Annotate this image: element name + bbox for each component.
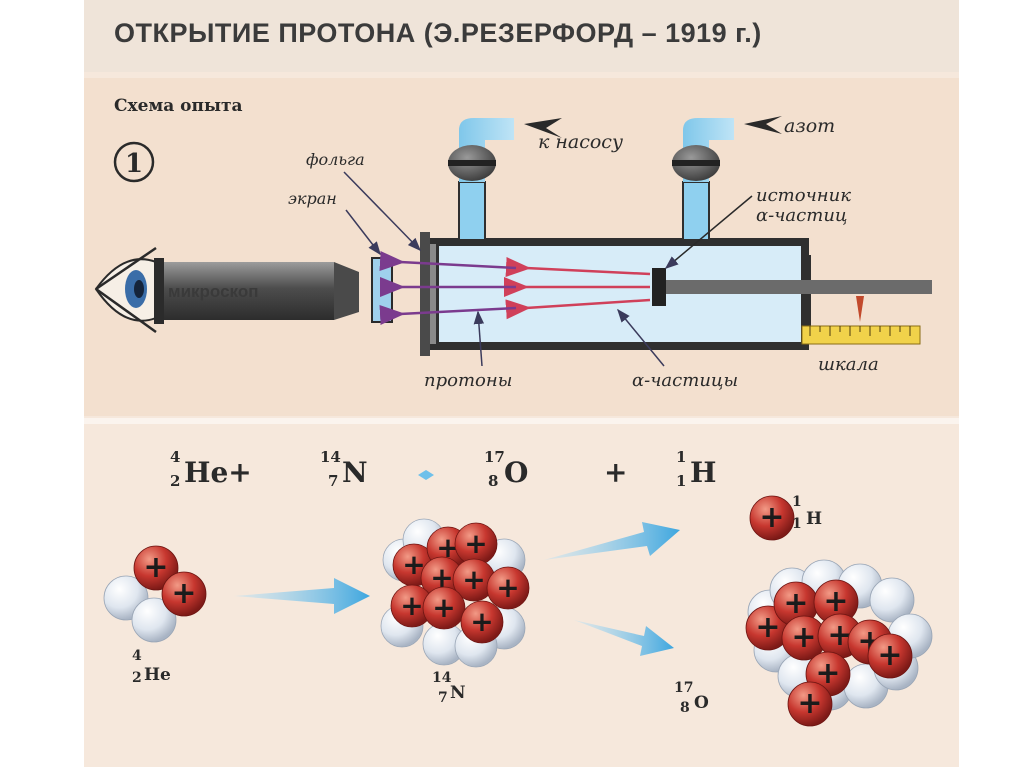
foil-pointer (343, 171, 422, 252)
proton (133, 545, 179, 591)
scheme-number: 1 (125, 149, 143, 179)
scale-pointer (856, 296, 864, 322)
h-label-mass: 1 (792, 494, 802, 510)
eq-n-charge: 7 (328, 472, 338, 490)
proton-sign: + (171, 576, 196, 611)
proton-sign: + (783, 586, 808, 621)
proton (422, 586, 466, 630)
left-pipe (448, 118, 514, 241)
eq-plus: + (604, 456, 627, 489)
he-label-symbol: He (144, 665, 171, 685)
source-label-line1: источник (756, 185, 851, 206)
proton (749, 495, 795, 541)
proton-sign: + (470, 605, 493, 638)
eq-h-symbol: H (690, 456, 716, 489)
proton-sign: + (432, 591, 455, 624)
screen-label: экран (288, 189, 337, 208)
helium-nucleus: ++ (103, 545, 207, 643)
eq-n-symbol: N (342, 456, 368, 489)
microscope: микроскоп (154, 258, 359, 324)
reaction-equation: 4 2 He+ 14 7 N 17 8 O + 1 1 H (170, 448, 716, 490)
o-label-mass: 17 (674, 680, 693, 696)
he-label-charge: 2 (132, 670, 142, 686)
eye-icon (94, 246, 157, 334)
n-label-symbol: N (450, 683, 466, 703)
pump-label: к насосу (538, 131, 623, 153)
scale-ruler (801, 296, 921, 345)
proton-sign: + (877, 638, 902, 673)
title-bar: ОТКРЫТИЕ ПРОТОНА (Э.РЕЗЕРФОРД – 1919 г.) (84, 0, 959, 72)
eq-o-charge: 8 (488, 472, 498, 490)
proton-sign: + (797, 686, 822, 721)
nitrogen-label: азот (784, 115, 835, 137)
eq-h-mass: 1 (676, 448, 686, 466)
proton-sign: + (823, 584, 848, 619)
eq-n-mass: 14 (320, 448, 341, 466)
alpha-pointer (617, 308, 665, 367)
screen-pointer (345, 209, 381, 256)
he-label-mass: 4 (132, 648, 142, 664)
alpha-source (652, 268, 666, 306)
o-label-charge: 8 (680, 700, 690, 716)
proton-sign: + (496, 571, 519, 604)
alpha-particle-tracks (504, 257, 651, 320)
eq-he-symbol: He+ (184, 456, 252, 489)
proton-sign: + (143, 550, 168, 585)
eq-o-symbol: O (504, 456, 528, 489)
screen (371, 257, 393, 323)
n-label-charge: 7 (438, 690, 448, 706)
diagram-svg: Схема опыта 1 микроскоп (94, 96, 933, 727)
eq-h-charge: 1 (676, 472, 686, 490)
alpha-label: α-частицы (632, 370, 738, 391)
proton (486, 566, 530, 610)
source-label-line2: α-частиц (756, 205, 847, 226)
scale-label: шкала (818, 354, 879, 375)
proton (787, 681, 833, 727)
proton-sign: + (791, 620, 816, 655)
foil-label: фольга (306, 150, 365, 169)
proton-sign: + (430, 561, 453, 594)
arrow-to-h (544, 522, 680, 560)
oxygen-nucleus: +++++++++ (745, 559, 933, 727)
o-label-symbol: O (694, 693, 709, 713)
eq-he-mass: 4 (170, 448, 180, 466)
proton-sign: + (464, 527, 487, 560)
nitrogen-nucleus: +++++++++ (380, 518, 530, 668)
foil (430, 244, 436, 344)
protons-pointer (473, 310, 485, 367)
hydrogen-nucleus: + (749, 495, 795, 541)
proton-sign: + (402, 548, 425, 581)
protons-label: протоны (424, 370, 512, 391)
neutron (131, 597, 177, 643)
proton-sign: + (755, 610, 780, 645)
proton-sign: + (462, 563, 485, 596)
neutron (869, 577, 915, 623)
slide: ОТКРЫТИЕ ПРОТОНА (Э.РЕЗЕРФОРД – 1919 г.) (84, 0, 959, 767)
proton (161, 571, 207, 617)
proton (867, 633, 913, 679)
right-pipe (672, 118, 734, 241)
reaction-arrow-icon (418, 470, 434, 480)
proton (460, 600, 504, 644)
source-pointer (664, 195, 753, 269)
arrow-to-o (574, 620, 674, 656)
eq-he-charge: 2 (170, 472, 180, 490)
panel-divider (84, 418, 959, 424)
scheme-number-circle (113, 141, 155, 183)
proton-sign: + (400, 589, 423, 622)
h-label-symbol: H (806, 509, 822, 529)
nitrogen-arrow-icon (744, 116, 782, 134)
page-title: ОТКРЫТИЕ ПРОТОНА (Э.РЕЗЕРФОРД – 1919 г.) (114, 18, 762, 48)
h-label-charge: 1 (792, 516, 802, 532)
n-label-mass: 14 (432, 670, 452, 686)
proton-sign: + (759, 500, 784, 535)
arrow-he-to-n (234, 578, 370, 614)
microscope-label: микроскоп (168, 282, 258, 301)
chamber (420, 232, 932, 356)
scheme-heading: Схема опыта (114, 96, 243, 116)
eq-o-mass: 17 (484, 448, 505, 466)
proton-tracks (379, 250, 517, 326)
pump-arrow-icon (524, 118, 562, 138)
proton-sign: + (436, 531, 459, 564)
